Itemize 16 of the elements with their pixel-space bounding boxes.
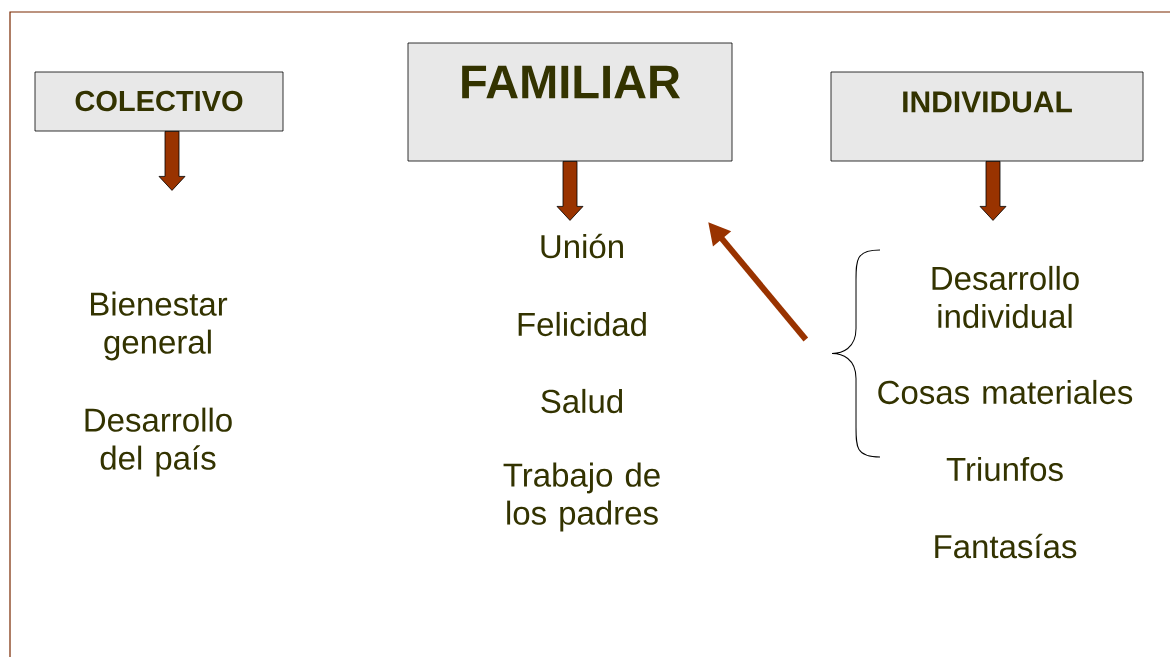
list-item: Triunfos xyxy=(946,456,1063,482)
arrow xyxy=(979,161,1007,221)
heading-box: COLECTIVO xyxy=(34,71,284,132)
list-item: Desarrollo individual xyxy=(932,265,1079,329)
list-item: Fantasías xyxy=(935,533,1077,559)
list-item: Desarrollo del país xyxy=(85,407,232,477)
list-item: Trabajo de los padres xyxy=(503,462,660,532)
list-item: Bienestar general xyxy=(91,291,228,361)
list-item: Unión xyxy=(541,233,623,259)
list-item: Salud xyxy=(541,388,623,414)
heading-box: INDIVIDUAL xyxy=(830,71,1144,162)
list-item: Cosas materiales xyxy=(878,379,1133,405)
list-item: Felicidad xyxy=(518,311,646,337)
arrow xyxy=(158,131,186,191)
heading-box: FAMILIAR xyxy=(407,42,733,162)
arrow xyxy=(556,161,584,221)
